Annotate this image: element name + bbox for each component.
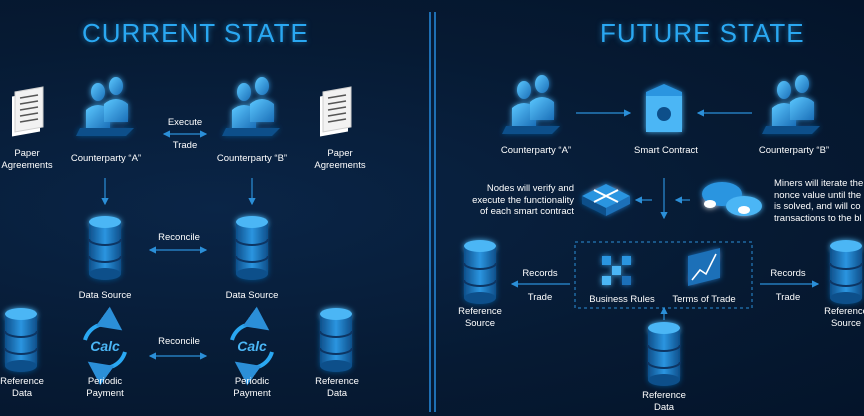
data-source-label-b: Data Source — [225, 290, 279, 301]
trade-label-right: Trade — [775, 292, 801, 303]
future-counterparty-a-icon — [502, 75, 560, 134]
current-state-title: CURRENT STATE — [82, 18, 309, 48]
trade-label: Trade — [172, 140, 198, 151]
future-counterparty-b-label: Counterparty “B” — [758, 145, 830, 156]
reference-data-icon-b — [319, 307, 353, 373]
business-rules-label: Business Rules — [589, 294, 655, 305]
calc-text-a: Calc — [90, 338, 120, 354]
trade-label-left: Trade — [527, 292, 553, 303]
paper-agreements-icon-a — [11, 86, 44, 138]
counterparty-a-icon — [76, 77, 134, 136]
future-counterparty-b-icon — [762, 75, 820, 134]
terms-of-trade-icon — [688, 248, 720, 286]
business-rules-icon — [602, 256, 631, 285]
execute-label: Execute — [167, 117, 203, 128]
counterparty-a-label: Counterparty “A” — [70, 153, 142, 164]
reference-data-icon-a — [4, 307, 38, 373]
records-label-left: Records — [522, 268, 558, 279]
miners-icon — [702, 182, 762, 216]
section-divider-2 — [434, 12, 436, 412]
nodes-icon — [582, 184, 630, 216]
counterparty-b-label: Counterparty “B” — [216, 153, 288, 164]
records-label-right: Records — [770, 268, 806, 279]
counterparty-b-icon — [222, 77, 280, 136]
reconcile-label-2: Reconcile — [158, 336, 200, 347]
terms-of-trade-label: Terms of Trade — [672, 294, 736, 305]
reference-source-icon-left — [463, 239, 497, 305]
section-divider — [429, 12, 431, 412]
reference-data-icon-future — [647, 321, 681, 387]
reconcile-label-1: Reconcile — [158, 232, 200, 243]
data-source-icon-b — [235, 215, 269, 281]
calc-text-b: Calc — [237, 338, 267, 354]
paper-agreements-icon-b — [319, 86, 352, 138]
data-source-icon-a — [88, 215, 122, 281]
reference-source-icon-right — [829, 239, 863, 305]
future-state-title: FUTURE STATE — [600, 18, 805, 48]
future-counterparty-a-label: Counterparty “A” — [500, 145, 572, 156]
data-source-label-a: Data Source — [78, 290, 132, 301]
smart-contract-icon — [646, 84, 682, 132]
smart-contract-label: Smart Contract — [634, 145, 698, 156]
